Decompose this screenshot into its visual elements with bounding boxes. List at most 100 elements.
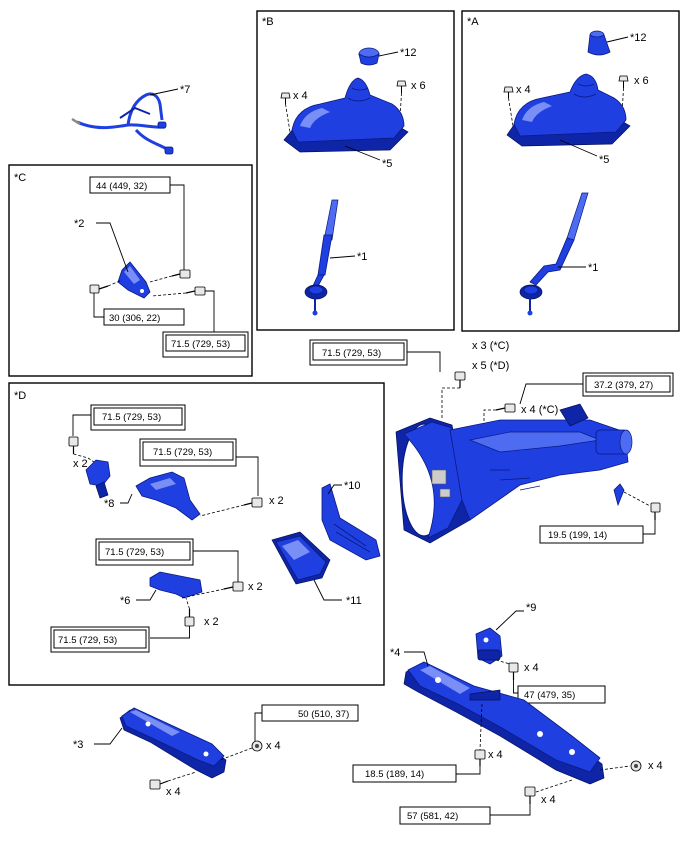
part-label-2: *2 [74, 218, 84, 230]
bolt-b-right [396, 80, 407, 93]
torque-d-2: 71.5 (729, 53) [153, 447, 212, 458]
wire-harness-part [71, 92, 174, 155]
qty-a-x6: x 6 [634, 75, 649, 87]
torque-box-trans-bottom [539, 525, 644, 544]
part-label-6: *6 [120, 595, 130, 607]
part-label-4: *4 [390, 647, 400, 659]
torque-box-trans-right [585, 375, 671, 393]
bolt-trans-right [495, 403, 516, 413]
torque-d-4: 71.5 (729, 53) [58, 635, 117, 646]
qty-d-x2-a: x 2 [73, 458, 88, 470]
torque-mount-4b: 57 (581, 42) [407, 811, 458, 822]
cover-11 [271, 531, 331, 585]
qty-trans-x5: x 5 (*D) [472, 360, 509, 372]
frame-a [461, 10, 680, 332]
frame-b-label: *B [262, 16, 274, 28]
bolt-mount-4b [524, 786, 536, 804]
frame-d [8, 382, 385, 686]
frame-a-label: *A [467, 16, 479, 28]
transmission-assembly [395, 403, 633, 544]
qty-d-x2-d: x 2 [204, 616, 219, 628]
shift-knob-b [358, 47, 380, 66]
qty-trans-x3: x 3 (*C) [472, 340, 509, 352]
bolt-a-left [503, 86, 514, 98]
qty-mount-4-x4-b: x 4 [648, 760, 663, 772]
bolt-d-2 [243, 497, 263, 508]
shift-boot-housing-a [506, 73, 631, 147]
mount-bracket-3 [119, 707, 227, 779]
part-label-1-b: *1 [357, 251, 367, 263]
frame-c-label: *C [14, 172, 26, 184]
torque-box-trans-top [312, 342, 405, 361]
torque-box-mount-4a [352, 764, 457, 783]
qty-mount-3-x4-a: x 4 [266, 740, 281, 752]
torque-box-d4 [53, 629, 147, 649]
qty-a-x4: x 4 [516, 84, 531, 96]
part-label-8: *8 [104, 498, 114, 510]
part-label-11: *11 [346, 595, 362, 607]
part-label-3: *3 [73, 739, 83, 751]
qty-mount-4-x4-a: x 4 [488, 749, 503, 761]
part-label-9: *9 [526, 602, 536, 614]
part-label-7: *7 [180, 84, 190, 96]
torque-box-d2 [142, 441, 234, 461]
shift-lever-b [304, 199, 339, 316]
bolt-b-left [280, 92, 291, 104]
part-label-5-b: *5 [382, 158, 392, 170]
torque-box-d3 [98, 541, 191, 561]
torque-mount-9: 47 (479, 35) [524, 690, 575, 701]
shift-lever-a [519, 192, 589, 316]
part-label-5-a: *5 [599, 154, 609, 166]
nut-mount-4 [630, 760, 642, 772]
bracket-d-upper [135, 471, 201, 521]
qty-mount-3-x4-b: x 4 [166, 786, 181, 798]
qty-trans-x4: x 4 (*C) [521, 404, 558, 416]
small-bracket-trans [613, 483, 625, 507]
bolt-mount-4a [474, 749, 486, 766]
part-label-1-a: *1 [588, 262, 598, 274]
bolt-a-right [618, 75, 629, 88]
engine-mount-9 [475, 627, 503, 665]
torque-d-3: 71.5 (729, 53) [105, 547, 164, 558]
part-label-12-a: *12 [630, 32, 647, 44]
bracket-6 [149, 571, 203, 599]
frame-c [8, 164, 253, 377]
nut-mount-3 [251, 740, 263, 752]
torque-trans-right: 37.2 (379, 27) [594, 380, 653, 391]
bolt-trans-top [454, 371, 466, 388]
part-label-10: *10 [344, 480, 361, 492]
crossmember-4 [403, 661, 605, 785]
torque-box-mount-4b [399, 806, 491, 825]
bolt-trans-bottom [650, 502, 661, 520]
bolt-c-right [185, 286, 206, 296]
torque-c-right: 71.5 (729, 53) [171, 339, 230, 350]
qty-d-x2-c: x 2 [248, 581, 263, 593]
torque-box-c-right [165, 334, 246, 352]
torque-box-mount-9 [517, 685, 606, 704]
torque-c-bottom: 30 (306, 22) [109, 313, 160, 324]
torque-mount-3: 50 (510, 37) [298, 709, 349, 720]
bracket-2 [117, 261, 151, 299]
bolt-c-left [89, 284, 109, 294]
bolt-mount-3 [149, 779, 169, 790]
qty-mount-9-x4: x 4 [524, 662, 539, 674]
torque-c-top: 44 (449, 32) [96, 181, 147, 192]
frame-d-label: *D [14, 390, 26, 402]
shift-boot-housing-b [283, 77, 409, 153]
bracket-8 [85, 459, 111, 499]
bolt-d-3 [223, 581, 244, 592]
part-label-12-b: *12 [400, 47, 417, 59]
torque-trans-bottom: 19.5 (199, 14) [548, 530, 607, 541]
torque-d-1: 71.5 (729, 53) [102, 412, 161, 423]
bolt-d-1 [68, 436, 79, 454]
torque-trans-top: 71.5 (729, 53) [322, 348, 381, 359]
bolt-c-top [171, 269, 191, 279]
torque-mount-4a: 18.5 (189, 14) [365, 769, 424, 780]
shift-knob-a [587, 30, 611, 56]
qty-b-x6: x 6 [411, 80, 426, 92]
bolt-mount-9 [508, 662, 519, 680]
heat-insulator-10 [321, 483, 381, 561]
bolt-d-4 [184, 609, 195, 627]
frame-b [256, 10, 455, 331]
